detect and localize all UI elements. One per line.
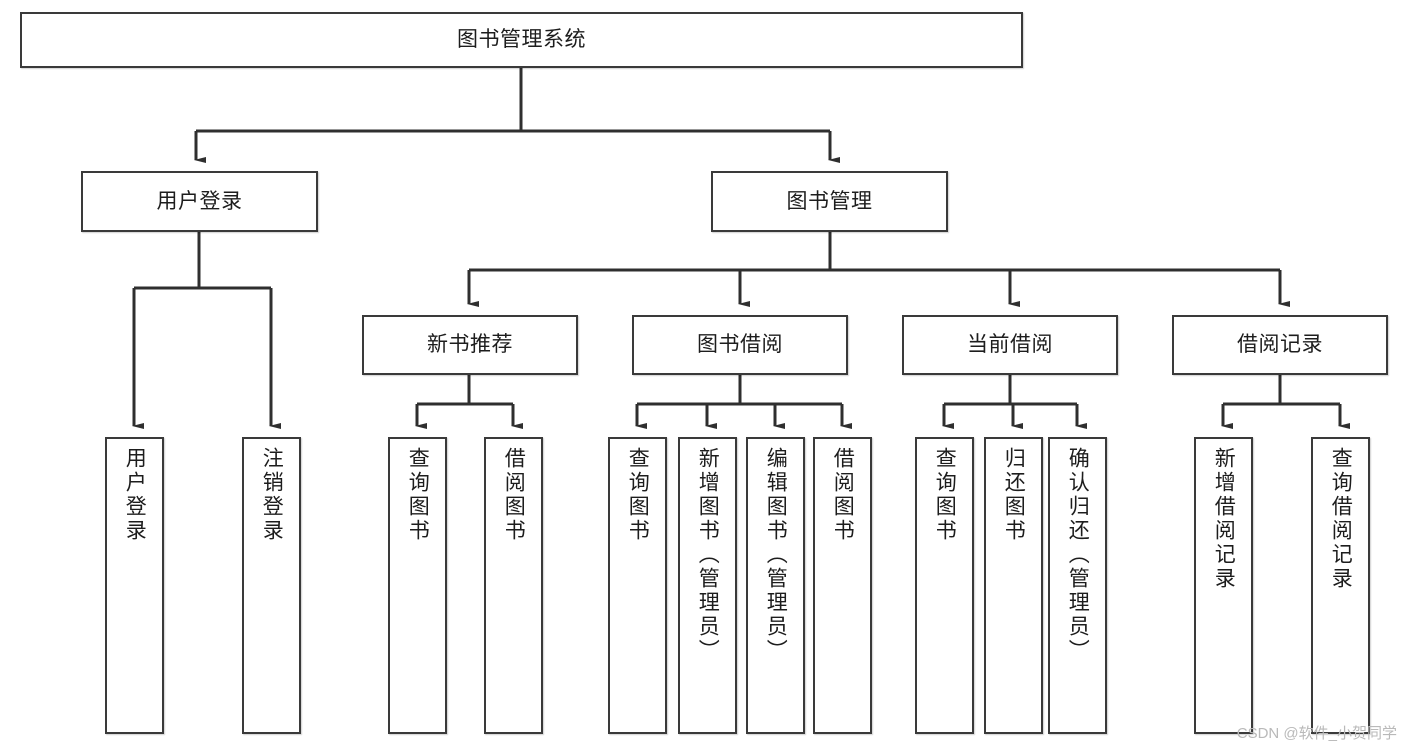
leaf-query-borrow-record-label: 查询借阅记录 — [1329, 447, 1353, 591]
leaf-query-book-2-label: 查询图书 — [626, 447, 650, 543]
leaf-add-book-label: 新增图书（管理员） — [696, 447, 720, 663]
node-root[interactable]: 图书管理系统 — [20, 12, 1023, 68]
leaf-return-book-label: 归还图书 — [1002, 447, 1026, 543]
leaf-logout-label: 注销登录 — [260, 447, 284, 543]
node-new-book-recommend-label: 新书推荐 — [427, 333, 513, 357]
node-user-login-label: 用户登录 — [156, 189, 243, 213]
leaf-user-login-label: 用户登录 — [123, 447, 147, 543]
node-book-borrow[interactable]: 图书借阅 — [632, 315, 848, 375]
leaf-edit-book-label: 编辑图书（管理员） — [764, 447, 788, 663]
leaf-confirm-return-label: 确认归还（管理员） — [1066, 447, 1090, 663]
leaf-query-book-3-label: 查询图书 — [933, 447, 957, 543]
node-borrow-record[interactable]: 借阅记录 — [1172, 315, 1388, 375]
node-current-borrow[interactable]: 当前借阅 — [902, 315, 1118, 375]
leaf-borrow-book-1-label: 借阅图书 — [502, 447, 526, 543]
leaf-return-book[interactable]: 归还图书 — [984, 437, 1043, 734]
leaf-borrow-book-1[interactable]: 借阅图书 — [484, 437, 543, 734]
node-borrow-record-label: 借阅记录 — [1237, 333, 1323, 357]
node-current-borrow-label: 当前借阅 — [967, 333, 1053, 357]
leaf-query-book-1-label: 查询图书 — [406, 447, 430, 543]
leaf-edit-book[interactable]: 编辑图书（管理员） — [746, 437, 805, 734]
leaf-add-book[interactable]: 新增图书（管理员） — [678, 437, 737, 734]
node-book-borrow-label: 图书借阅 — [697, 333, 783, 357]
leaf-logout[interactable]: 注销登录 — [242, 437, 301, 734]
node-new-book-recommend[interactable]: 新书推荐 — [362, 315, 578, 375]
leaf-borrow-book-2-label: 借阅图书 — [831, 447, 855, 543]
csdn-watermark: CSDN @软件_小贺同学 — [1236, 725, 1397, 742]
leaf-confirm-return[interactable]: 确认归还（管理员） — [1048, 437, 1107, 734]
leaf-add-borrow-record[interactable]: 新增借阅记录 — [1194, 437, 1253, 734]
node-user-login[interactable]: 用户登录 — [81, 171, 318, 232]
leaf-query-borrow-record[interactable]: 查询借阅记录 — [1311, 437, 1370, 734]
leaf-borrow-book-2[interactable]: 借阅图书 — [813, 437, 872, 734]
node-book-manage-label: 图书管理 — [786, 189, 873, 213]
leaf-user-login[interactable]: 用户登录 — [105, 437, 164, 734]
leaf-query-book-1[interactable]: 查询图书 — [388, 437, 447, 734]
node-book-manage[interactable]: 图书管理 — [711, 171, 948, 232]
leaf-query-book-2[interactable]: 查询图书 — [608, 437, 667, 734]
leaf-add-borrow-record-label: 新增借阅记录 — [1212, 447, 1236, 591]
node-root-label: 图书管理系统 — [457, 28, 586, 52]
leaf-query-book-3[interactable]: 查询图书 — [915, 437, 974, 734]
